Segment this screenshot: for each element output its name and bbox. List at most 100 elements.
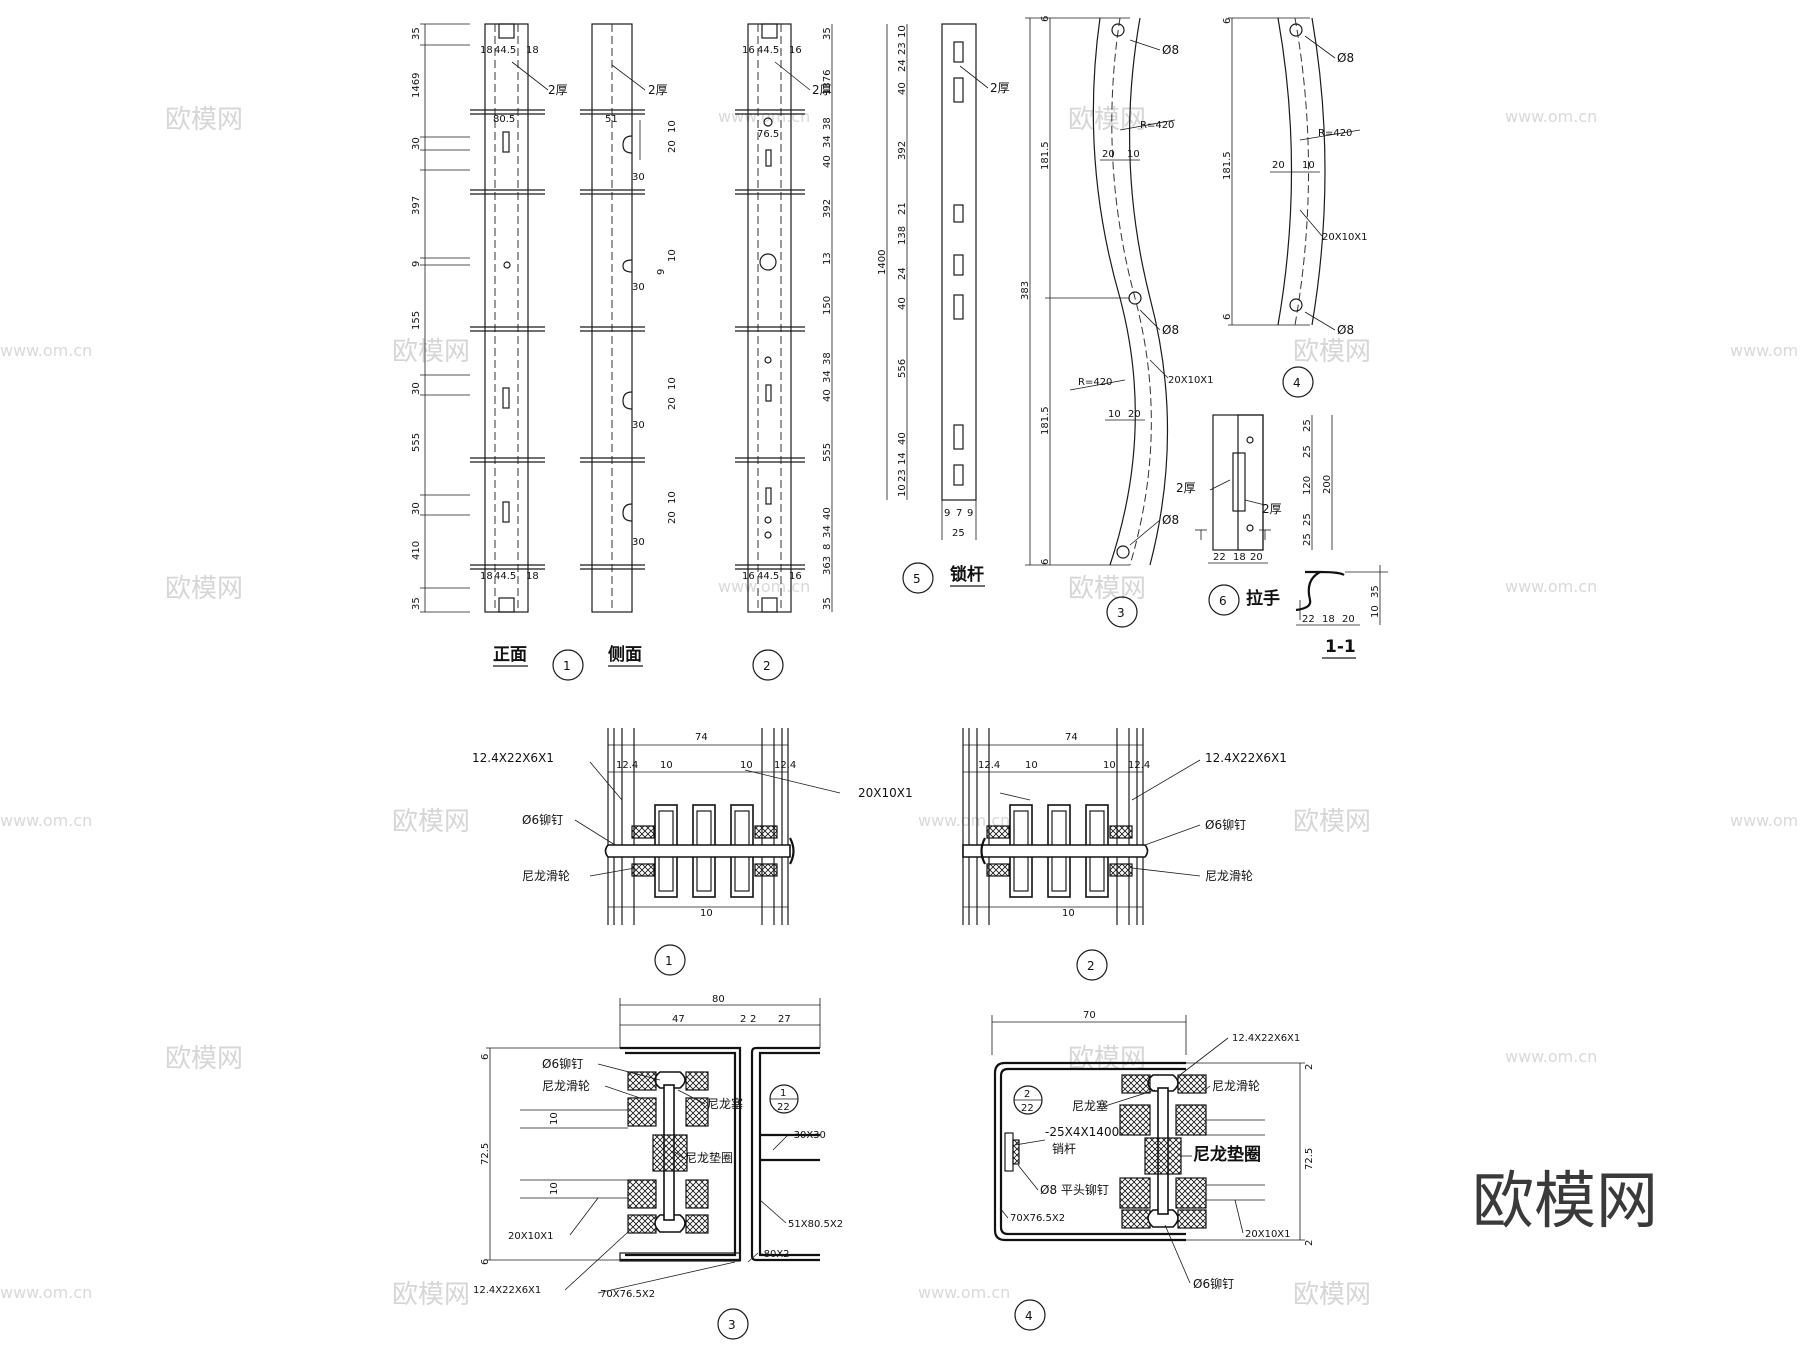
callout-bubble	[717, 1308, 749, 1340]
plug-label: 尼龙塞	[707, 1096, 743, 1111]
detail-1-front: 35 1469 30 397 9 155 30 555 30 410 35	[411, 23, 568, 667]
callout-bubble	[654, 944, 686, 976]
dim-label: 20	[1342, 614, 1355, 625]
dim-label: 34	[822, 135, 833, 148]
dim-label: 2	[750, 1014, 756, 1025]
dim-label: 70	[1083, 1010, 1096, 1021]
dim-label: 6	[1222, 18, 1233, 24]
dim-label: 16	[742, 571, 755, 582]
dim-label: 20	[667, 140, 678, 153]
dim-label: 18	[480, 571, 493, 582]
callout-number: 3	[728, 1318, 736, 1332]
rivet-label: Ø6铆钉	[522, 812, 563, 827]
dim-label: 25	[1302, 419, 1313, 432]
dim-label: 10	[1062, 908, 1075, 919]
dim-label: 6	[1222, 314, 1233, 320]
reference-top: 1	[780, 1088, 786, 1099]
dim-label: 40	[897, 82, 908, 95]
profile-label: 12.4X22X6X1	[1205, 751, 1287, 765]
section-detail-2: 74 12.4 10 10 12.4 10 12.4X22X6X1 Ø6铆钉 尼…	[962, 728, 1287, 981]
dim-label: 40	[822, 507, 833, 520]
dim-label: 181.5	[1040, 141, 1051, 170]
dim-label: 18	[1322, 614, 1335, 625]
profile-label: -80X2	[760, 1249, 790, 1260]
callout-number: 2	[763, 659, 771, 673]
roller-label: 尼龙滑轮	[1205, 869, 1253, 883]
radius-label: R=420	[1078, 377, 1112, 388]
dim-label: 8	[822, 544, 833, 550]
callout-number: 1	[665, 954, 673, 968]
dim-label: 9	[967, 508, 973, 519]
rivet-label: Ø6铆钉	[1205, 817, 1246, 832]
thickness-label: 2厚	[548, 83, 568, 97]
dim-label: 200	[1322, 475, 1333, 494]
dim-label: 10	[897, 484, 908, 497]
callout-number: 4	[1025, 1309, 1033, 1323]
watermark-url: www.om.cn	[1505, 577, 1597, 596]
profile-label: 20X10X1	[508, 1231, 554, 1242]
dim-label: 25	[1302, 445, 1313, 458]
section-caption: 1-1	[1325, 637, 1356, 657]
dim-label: 10	[549, 1112, 560, 1125]
dim-label: 30	[632, 282, 645, 293]
hole-label: Ø8	[1162, 43, 1179, 57]
dim-label: 9	[656, 269, 667, 275]
watermark-text: 欧模网	[165, 1044, 243, 1074]
dim-label: 555	[411, 433, 422, 452]
dim-label: 35	[1370, 585, 1381, 598]
dim-label: 2	[1304, 1240, 1315, 1246]
dim-label: 6	[480, 1259, 491, 1265]
dim-label: 10	[667, 249, 678, 262]
dim-label: 16	[742, 45, 755, 56]
hole-label: Ø8	[1337, 323, 1354, 337]
watermark-text: 欧模网	[165, 574, 243, 604]
profile-label: 20X10X1	[858, 786, 913, 800]
profile-label: 20X10X1	[1245, 1229, 1291, 1240]
watermark-text: 欧模网	[165, 105, 243, 135]
callout-bubble	[1076, 949, 1108, 981]
dim-label: 30	[411, 502, 422, 515]
dim-label: 18	[526, 45, 539, 56]
dim-label: 25	[1302, 513, 1313, 526]
thickness-label: 2厚	[812, 83, 832, 97]
watermark-url: www.om.cn	[918, 811, 1010, 830]
dim-label: 10	[700, 908, 713, 919]
dim-label: 34	[822, 525, 833, 538]
detail-5-lock-rod: 1400 10 23 24 40 392 21 138 24 40 556 40…	[877, 23, 1010, 594]
watermark-url: www.om.cn	[1505, 1047, 1597, 1066]
dim-label: 40	[897, 432, 908, 445]
watermark-layer: 欧模网 欧模网 www.om.cn www.om.cn 欧模网 欧模网 www.…	[0, 105, 1800, 1310]
dim-label: 25	[952, 528, 965, 539]
dim-label: 30	[632, 537, 645, 548]
rivet-label: Ø6铆钉	[542, 1056, 583, 1071]
dim-label: 7	[956, 508, 962, 519]
dim-label: 20	[1128, 409, 1141, 420]
dim-label: 18	[1233, 552, 1246, 563]
dim-label: 30	[632, 172, 645, 183]
dim-label: 6	[1040, 16, 1051, 22]
reference-top: 2	[1024, 1089, 1030, 1100]
callout-number: 4	[1293, 376, 1301, 390]
dim-label: 12.4	[1128, 760, 1150, 771]
dim-label: 51	[605, 114, 618, 125]
dim-label: 74	[695, 732, 708, 743]
dim-label: 38	[822, 352, 833, 365]
dim-label: 80	[712, 994, 725, 1005]
dim-label: 1376	[822, 70, 833, 95]
radius-label: R=420	[1318, 128, 1352, 139]
hole-label: Ø8	[1162, 513, 1179, 527]
dim-label: 30	[411, 137, 422, 150]
watermark-url: www.om.cn	[1730, 341, 1800, 360]
dim-label: 40	[822, 389, 833, 402]
front-view-caption: 正面	[493, 645, 527, 665]
handle-caption: 拉手	[1246, 588, 1280, 609]
dim-label: 22	[1302, 614, 1315, 625]
dim-label: 30	[632, 420, 645, 431]
watermark-url: www.om.cn	[718, 107, 810, 126]
break-lines	[470, 109, 545, 570]
dim-label: 34	[822, 370, 833, 383]
dim-label: 10	[667, 120, 678, 133]
dim-label: 363	[822, 556, 833, 575]
plate-label: -30X30	[790, 1130, 826, 1141]
profile-label: 12.4X22X6X1	[473, 1285, 541, 1296]
